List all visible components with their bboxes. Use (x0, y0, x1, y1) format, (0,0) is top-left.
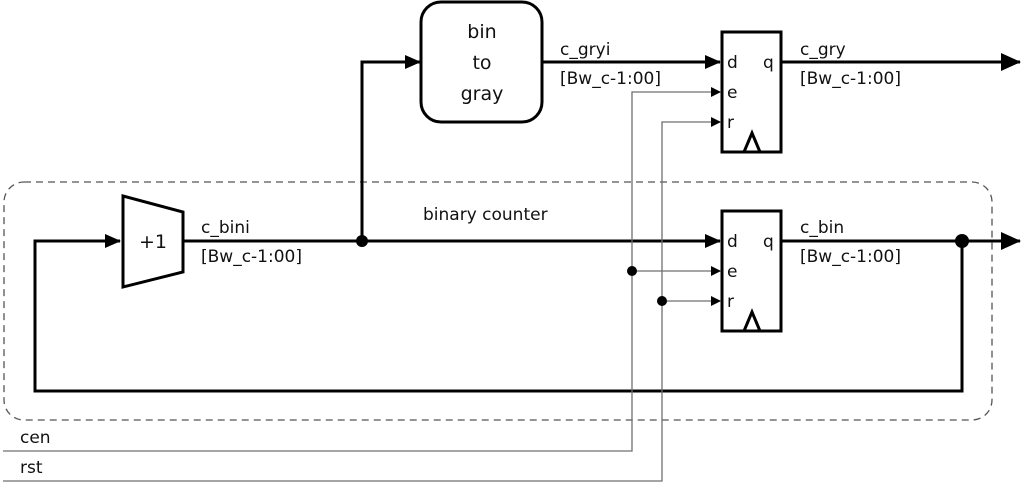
c-bini-range: [Bw_c-1:00] (201, 247, 302, 267)
c-bini-name: c_bini (201, 218, 250, 238)
c-bin-name: c_bin (800, 218, 844, 238)
feedback-wire (33, 234, 964, 393)
gray-register-port-e: e (727, 83, 737, 103)
binary-counter-label: binary counter (423, 205, 548, 225)
incrementer-label: +1 (139, 231, 167, 253)
c-gryi-name: c_gryi (560, 40, 610, 60)
gray-register-port-d: d (727, 53, 738, 73)
c-gry-name: c_gry (800, 40, 846, 60)
bin-register-clock-icon (742, 308, 762, 332)
bin-register-port-r: r (727, 292, 734, 312)
gray-register-port-r: r (727, 113, 734, 133)
binary-counter-boundary (3, 181, 993, 421)
c-bin-range: [Bw_c-1:00] (800, 247, 901, 267)
gray-register-clock-icon (742, 129, 762, 153)
bin-register-port-d: d (727, 232, 738, 252)
rst-junction-dot (657, 296, 667, 306)
bin-to-gray-label-line1: bin (467, 21, 496, 43)
bin-register-port-q: q (763, 232, 774, 252)
cen-label: cen (20, 428, 51, 448)
cen-junction-dot (627, 266, 637, 276)
incrementer-block (121, 194, 185, 289)
bin-register-port-e: e (727, 262, 737, 282)
gray-register-port-q: q (763, 53, 774, 73)
branch-to-gray-wire (360, 55, 421, 241)
gray-register-block (720, 30, 783, 154)
c-bin-junction-dot (955, 234, 969, 248)
c-gry-range: [Bw_c-1:00] (800, 69, 901, 89)
bin-to-gray-label-line2: to (472, 52, 491, 74)
rst-label: rst (20, 458, 43, 478)
junction-dot (356, 235, 368, 247)
c-gryi-range: [Bw_c-1:00] (560, 69, 661, 89)
bin-to-gray-label-line3: gray (461, 83, 504, 105)
